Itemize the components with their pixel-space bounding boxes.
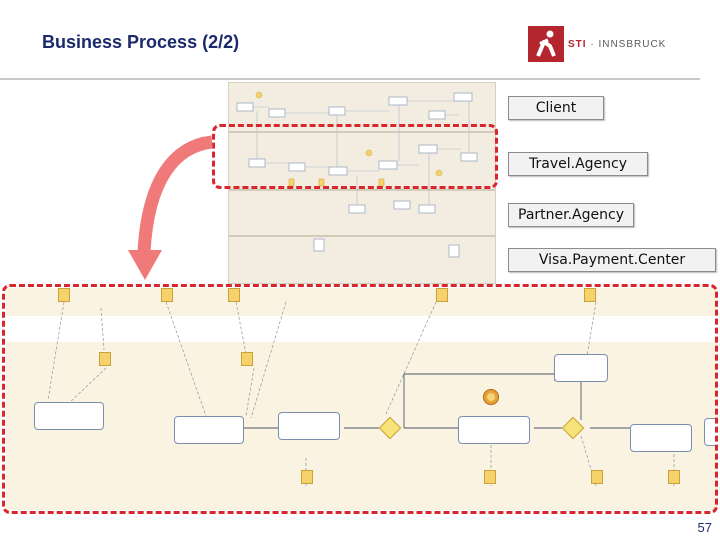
document-icon	[668, 470, 680, 484]
document-icon	[301, 470, 313, 484]
document-icon	[228, 288, 240, 302]
document-icon	[58, 288, 70, 302]
overview-highlight-box	[212, 124, 498, 189]
detail-white-band	[6, 316, 718, 342]
travel-agency-detail: :d : TravelAgency	[6, 288, 718, 510]
page-number: 57	[697, 520, 712, 535]
document-icon	[584, 288, 596, 302]
overview-lane-partner-agency	[229, 191, 495, 237]
document-icon	[484, 470, 496, 484]
slide-title: Business Process (2/2)	[42, 32, 240, 52]
task-box	[278, 412, 340, 440]
task-box	[704, 418, 718, 446]
event-circle-icon	[482, 388, 500, 406]
lane-label-partner-agency: Partner.Agency	[508, 203, 634, 227]
header-rule	[0, 78, 700, 80]
task-box	[34, 402, 104, 430]
task-box	[458, 416, 530, 444]
document-icon	[436, 288, 448, 302]
overview-lane-client	[229, 83, 495, 133]
overview-lane-travel-agency	[229, 133, 495, 191]
task-box	[630, 424, 692, 452]
sti-logo: STI · INNSBRUCK	[528, 26, 678, 62]
overview-flow-sketch	[236, 91, 478, 258]
lane-label-visa-payment-center: Visa.Payment.Center	[508, 248, 716, 272]
lane-label-client: Client	[508, 96, 604, 120]
logo-brand: STI	[568, 39, 587, 50]
document-icon	[99, 352, 111, 366]
process-overview-thumbnail	[228, 82, 496, 284]
document-icon	[591, 470, 603, 484]
document-icon	[161, 288, 173, 302]
lane-label-travel-agency: Travel.Agency	[508, 152, 648, 176]
sti-logo-icon	[528, 26, 564, 62]
document-icon	[241, 352, 253, 366]
logo-text: STI · INNSBRUCK	[568, 39, 666, 50]
task-box	[554, 354, 608, 382]
curved-arrow-icon	[128, 135, 214, 280]
logo-separator: ·	[586, 39, 599, 50]
task-box	[174, 416, 244, 444]
logo-place: INNSBRUCK	[598, 39, 667, 50]
detail-highlight-box	[2, 284, 718, 514]
